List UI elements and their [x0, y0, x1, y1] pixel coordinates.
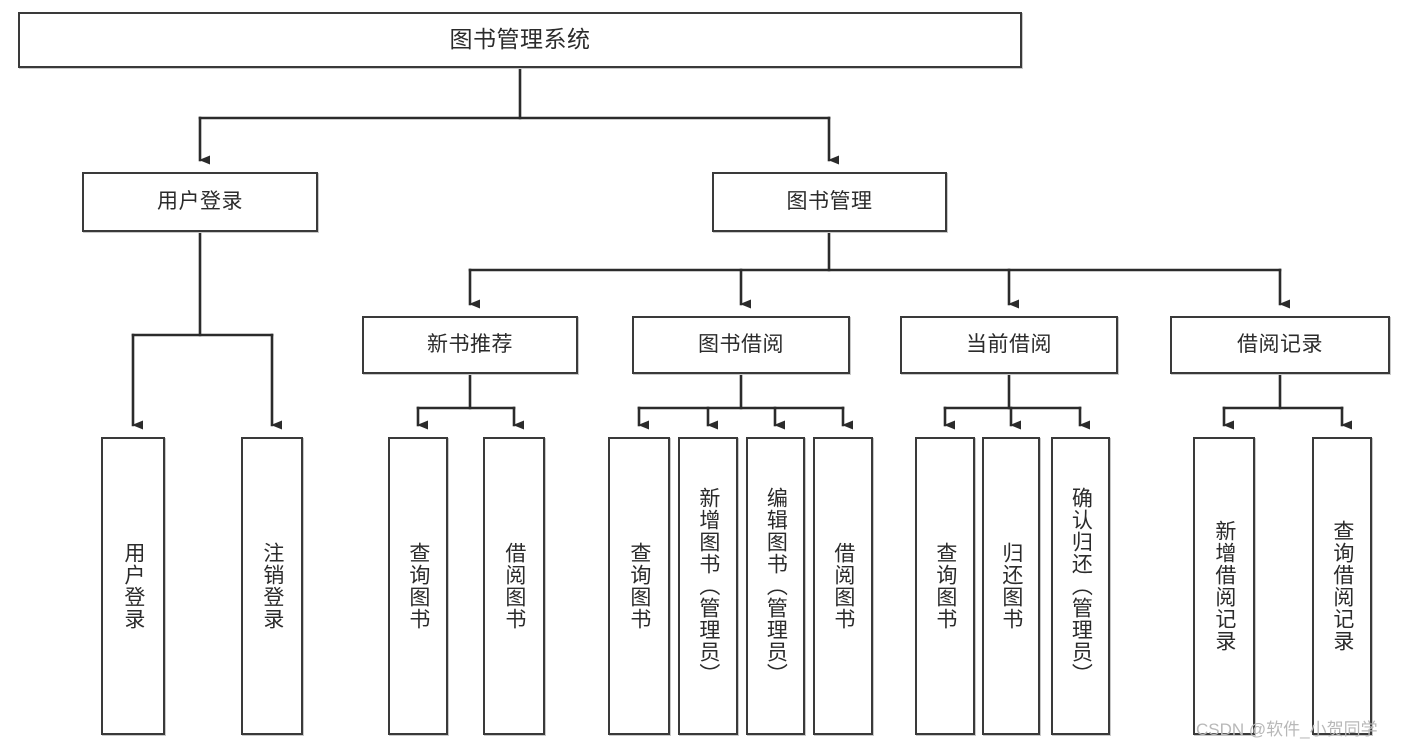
- leaf-return-book-label: 归还图书: [999, 542, 1023, 630]
- leaf-logout-login[interactable]: 注销登录: [241, 437, 303, 735]
- leaf-query-book-rec-label: 查询图书: [406, 542, 430, 630]
- node-book-management-label: 图书管理: [786, 189, 873, 213]
- leaf-edit-book-admin-label: 编辑图书（管理员）: [764, 487, 788, 685]
- node-book-borrow[interactable]: 图书借阅: [632, 316, 850, 374]
- leaf-borrow-book-rec[interactable]: 借阅图书: [483, 437, 545, 735]
- node-user-login-label: 用户登录: [157, 189, 243, 213]
- leaf-borrow-book-label: 借阅图书: [831, 542, 855, 630]
- node-user-login[interactable]: 用户登录: [82, 172, 318, 232]
- leaf-add-borrow-record-label: 新增借阅记录: [1212, 520, 1236, 652]
- csdn-watermark: CSDN @软件_小贺同学: [1196, 720, 1378, 739]
- leaf-query-book[interactable]: 查询图书: [608, 437, 670, 735]
- leaf-user-login-label: 用户登录: [121, 542, 145, 630]
- leaf-query-book-cur-label: 查询图书: [933, 542, 957, 630]
- leaf-add-book-admin-label: 新增图书（管理员）: [696, 487, 720, 685]
- leaf-confirm-return-label: 确认归还（管理员）: [1069, 487, 1093, 685]
- node-current-borrow[interactable]: 当前借阅: [900, 316, 1118, 374]
- leaf-edit-book-admin[interactable]: 编辑图书（管理员）: [746, 437, 805, 735]
- leaf-return-book[interactable]: 归还图书: [982, 437, 1040, 735]
- leaf-query-book-label: 查询图书: [627, 542, 651, 630]
- node-new-book-recommend[interactable]: 新书推荐: [362, 316, 578, 374]
- node-root-system-label: 图书管理系统: [449, 26, 591, 53]
- node-root-system[interactable]: 图书管理系统: [18, 12, 1022, 68]
- leaf-query-book-rec[interactable]: 查询图书: [388, 437, 448, 735]
- node-book-borrow-label: 图书借阅: [698, 332, 784, 356]
- leaf-borrow-book[interactable]: 借阅图书: [813, 437, 873, 735]
- leaf-confirm-return[interactable]: 确认归还（管理员）: [1051, 437, 1110, 735]
- node-new-book-recommend-label: 新书推荐: [427, 332, 513, 356]
- leaf-add-borrow-record[interactable]: 新增借阅记录: [1193, 437, 1255, 735]
- node-book-management[interactable]: 图书管理: [712, 172, 947, 232]
- leaf-borrow-book-rec-label: 借阅图书: [502, 542, 526, 630]
- leaf-query-borrow-record-label: 查询借阅记录: [1330, 520, 1354, 652]
- leaf-query-book-cur[interactable]: 查询图书: [915, 437, 975, 735]
- leaf-query-borrow-record[interactable]: 查询借阅记录: [1312, 437, 1372, 735]
- node-borrow-record-label: 借阅记录: [1237, 332, 1323, 356]
- leaf-add-book-admin[interactable]: 新增图书（管理员）: [678, 437, 738, 735]
- node-current-borrow-label: 当前借阅: [966, 332, 1052, 356]
- leaf-logout-login-label: 注销登录: [260, 542, 284, 630]
- node-borrow-record[interactable]: 借阅记录: [1170, 316, 1390, 374]
- leaf-user-login[interactable]: 用户登录: [101, 437, 165, 735]
